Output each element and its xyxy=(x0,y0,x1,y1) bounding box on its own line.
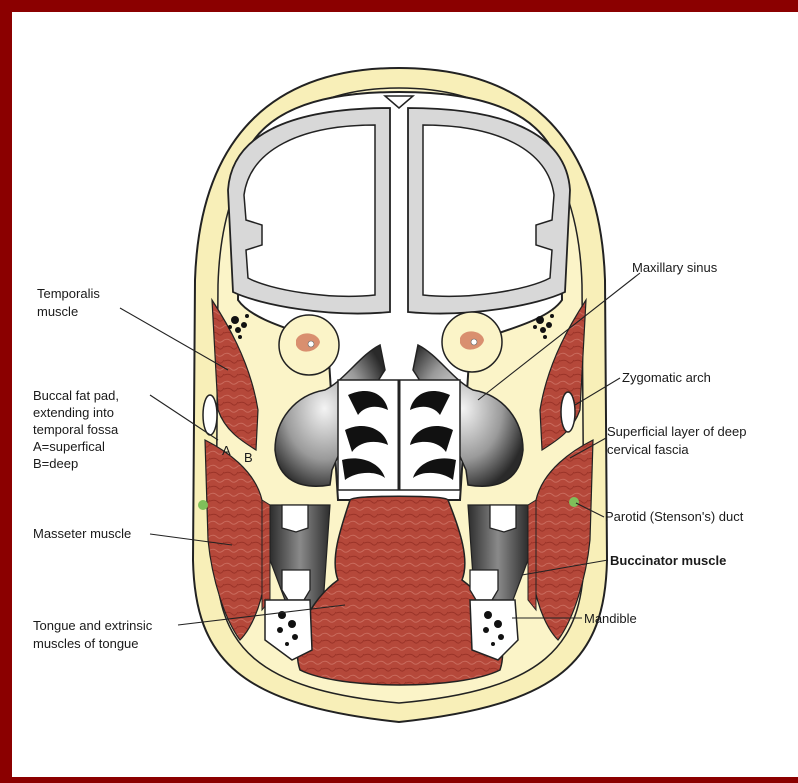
lower-tooth-left xyxy=(282,570,310,600)
orbit-right xyxy=(442,312,502,372)
buccinator-left xyxy=(262,500,270,610)
parotid-duct-left xyxy=(198,500,208,510)
label-parotid-duct: Parotid (Stenson's) duct xyxy=(605,509,744,524)
label-maxillary-sinus: Maxillary sinus xyxy=(632,260,718,275)
upper-tooth-left xyxy=(282,505,308,532)
label-marker-b: B xyxy=(244,450,253,465)
label-buccal-fat-pad: Buccal fat pad, extending into temporal … xyxy=(33,388,123,471)
parotid-duct-right xyxy=(569,497,579,507)
upper-tooth-right xyxy=(490,505,516,532)
label-mandible: Mandible xyxy=(584,611,637,626)
buccinator-right xyxy=(528,500,536,610)
orbit-left xyxy=(279,315,339,375)
label-marker-a: A xyxy=(222,443,231,458)
zygomatic-arch-right xyxy=(561,392,575,432)
label-masseter: Masseter muscle xyxy=(33,526,131,541)
zygomatic-arch-left xyxy=(203,395,217,435)
label-superficial-layer: Superficial layer of deep cervical fasci… xyxy=(607,424,750,457)
label-tongue: Tongue and extrinsic muscles of tongue xyxy=(33,618,156,651)
label-zygomatic-arch: Zygomatic arch xyxy=(622,370,711,385)
nasal-cavity xyxy=(338,380,460,490)
label-temporalis: Temporalis muscle xyxy=(37,286,103,319)
lower-tooth-right xyxy=(470,570,498,600)
label-buccinator: Buccinator muscle xyxy=(610,553,726,568)
